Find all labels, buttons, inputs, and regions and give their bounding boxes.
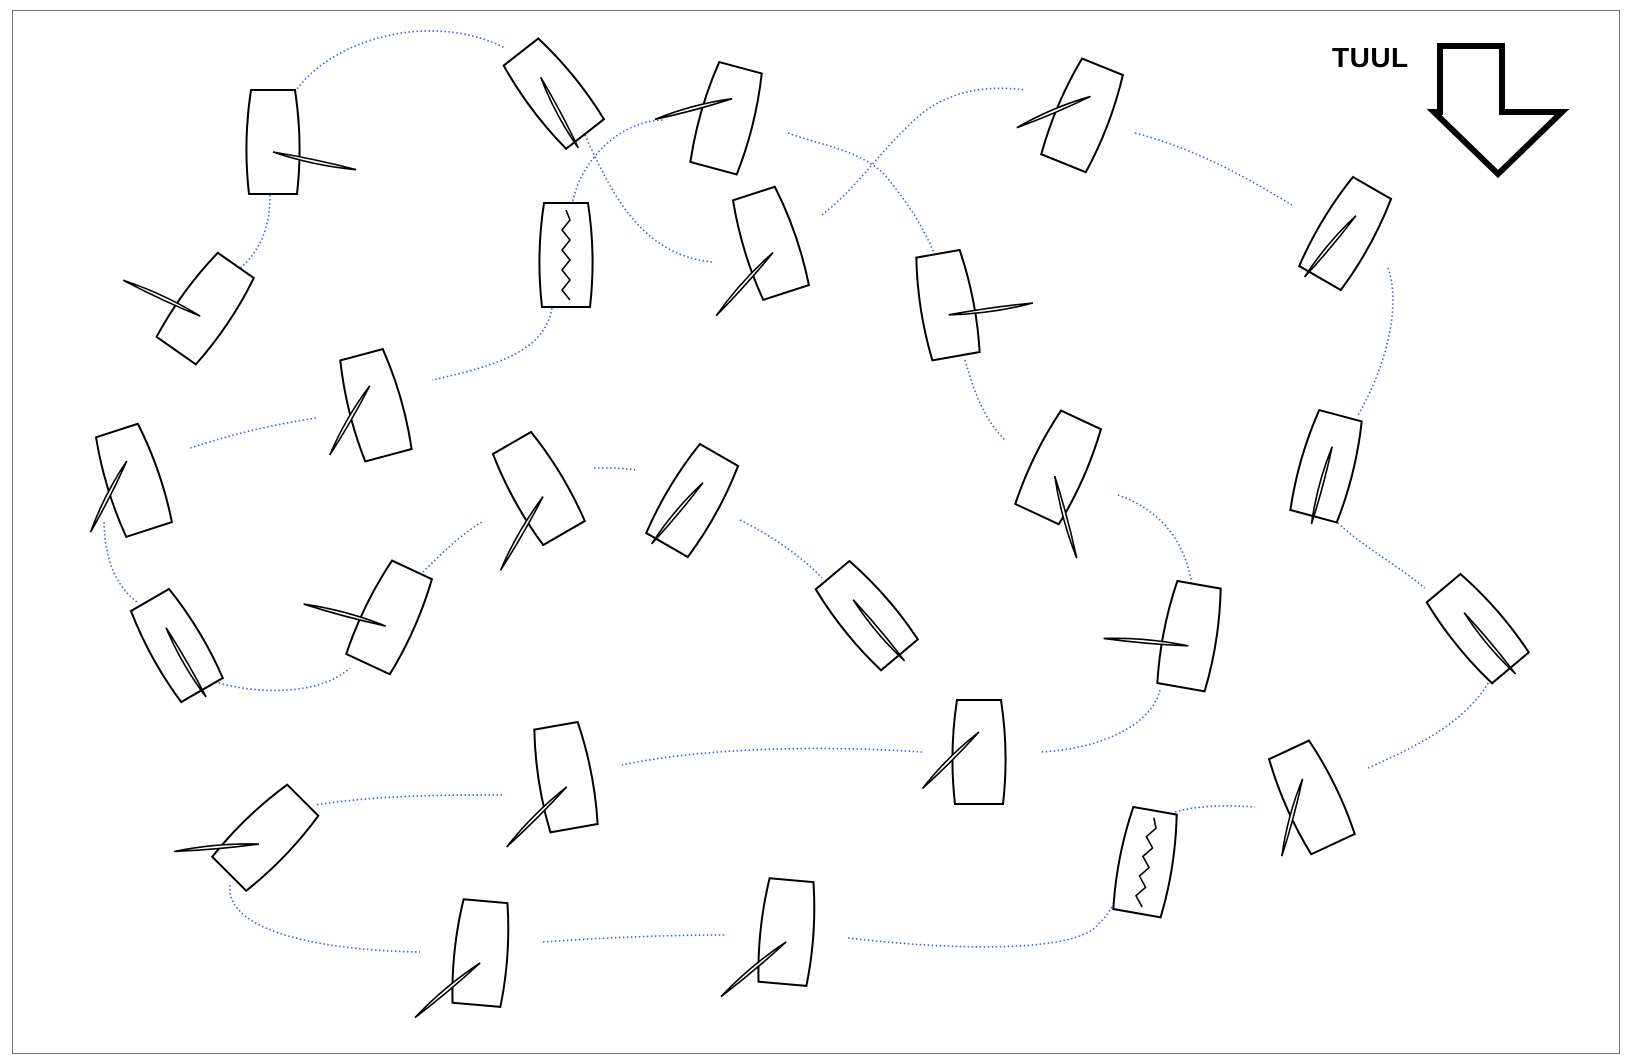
boat-hull xyxy=(756,878,818,986)
boat xyxy=(1294,175,1396,298)
track-segment xyxy=(965,360,1005,440)
boat xyxy=(107,217,257,366)
track-segment xyxy=(315,795,502,805)
boat xyxy=(413,896,512,1026)
boat xyxy=(641,442,743,565)
track-segment xyxy=(1118,495,1192,585)
boat-hull xyxy=(912,249,982,361)
boat xyxy=(1241,739,1357,867)
track-segment xyxy=(788,133,935,255)
boat-hull xyxy=(336,348,414,462)
track-segment xyxy=(230,885,420,952)
boat xyxy=(1111,806,1181,918)
track-segment xyxy=(215,668,350,690)
boat-hull xyxy=(1265,739,1357,856)
track-segment xyxy=(432,308,552,380)
boat xyxy=(486,721,602,848)
boat-hull xyxy=(154,250,257,366)
track-segment xyxy=(1135,133,1292,205)
boat-hull xyxy=(246,90,299,194)
boat xyxy=(1286,409,1366,531)
boat xyxy=(683,185,812,317)
track-segment xyxy=(622,748,922,765)
boat xyxy=(1009,45,1127,173)
track-segment xyxy=(543,935,727,942)
boat xyxy=(1097,570,1225,692)
wind-label: TUUL xyxy=(1332,42,1409,74)
boat-hull xyxy=(644,442,742,559)
boat xyxy=(539,203,592,307)
boat-hull xyxy=(489,430,587,547)
track-segment xyxy=(740,520,822,578)
boat-hull xyxy=(1155,580,1225,692)
boat xyxy=(172,760,321,909)
track-segment xyxy=(238,195,270,270)
boat xyxy=(246,90,356,194)
boat xyxy=(1423,571,1536,691)
boat-hull xyxy=(1039,57,1127,173)
boat xyxy=(61,422,174,547)
boat-hull xyxy=(1297,175,1395,292)
track-segment xyxy=(1335,520,1425,588)
track-segment xyxy=(1358,268,1393,415)
boat xyxy=(912,239,1040,361)
track-segment xyxy=(1175,806,1255,812)
boat xyxy=(1002,409,1131,560)
down-arrow-icon xyxy=(1434,46,1562,174)
boat xyxy=(305,348,414,470)
boat xyxy=(500,36,610,156)
boat xyxy=(921,700,1006,804)
boat-hull xyxy=(500,36,606,151)
track-segment xyxy=(1040,690,1160,752)
boat xyxy=(127,587,229,711)
track-segment xyxy=(1368,676,1492,768)
track-segment xyxy=(190,418,316,448)
boat-hull xyxy=(1013,409,1105,526)
track-segment xyxy=(822,88,1025,215)
track-segment xyxy=(848,880,1118,947)
track-segment xyxy=(594,468,635,470)
boat xyxy=(719,875,818,1005)
boat-hull xyxy=(450,899,512,1007)
boat xyxy=(447,430,588,572)
boat-hull xyxy=(92,422,175,537)
boat-hull xyxy=(210,781,321,892)
track-segment xyxy=(295,31,505,92)
boat xyxy=(812,558,925,678)
boat-hull xyxy=(530,721,600,833)
boat-hull xyxy=(688,61,766,175)
track-segment xyxy=(420,522,482,575)
boat xyxy=(292,534,436,675)
boat xyxy=(645,50,766,176)
boats-layer xyxy=(61,36,1535,1026)
